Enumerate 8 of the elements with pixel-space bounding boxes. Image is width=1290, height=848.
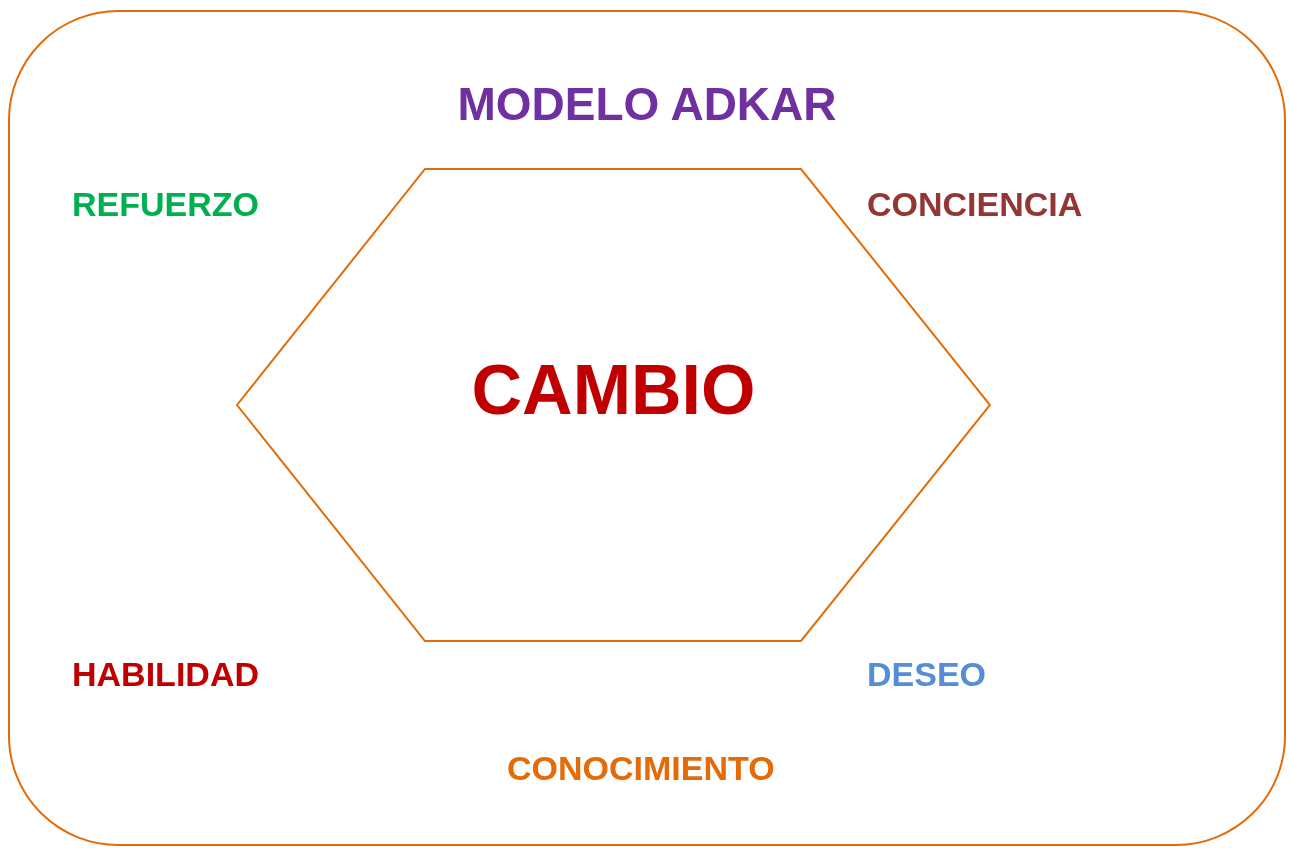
stage-label: CONOCIMIENTO [507,748,775,788]
stage-label: DESEO [867,654,987,694]
rounded-frame [8,10,1286,846]
stage-label: CONCIENCIA [867,184,1083,224]
stage-label: REFUERZO [72,184,259,224]
frame-heading: MODELO ADKAR [456,78,838,130]
center-label: CAMBIO [471,350,756,430]
stage-label: HABILIDAD [72,654,259,694]
